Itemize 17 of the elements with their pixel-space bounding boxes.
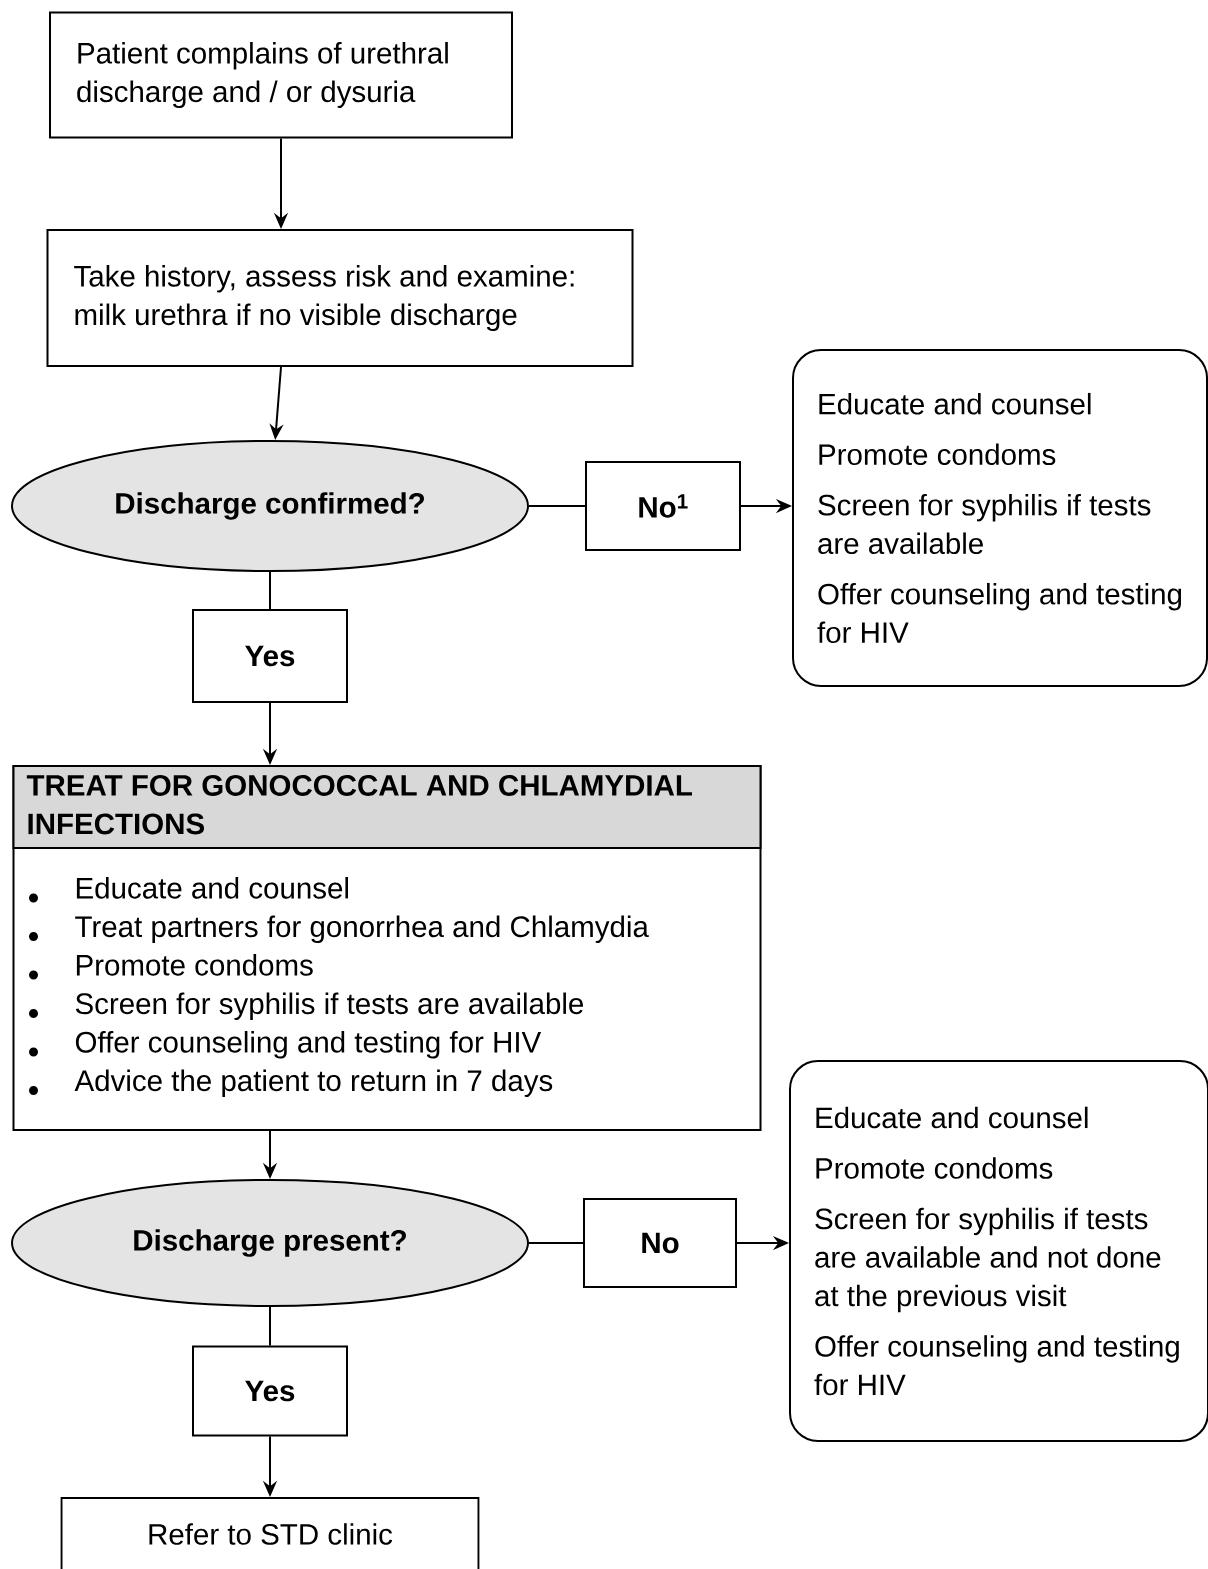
answer-box: Yes <box>192 1345 348 1437</box>
process-box: Patient complains of urethral discharge and / or dysuria <box>49 11 513 139</box>
answer-box: No$^{1}$ <box>585 461 741 551</box>
note-box: Educate and counsel Promote condoms Screen for syphilis if tests are available and not done at the previous visit Offer counseling and testing for HIV <box>789 1060 1208 1442</box>
node-label: Screen for syphilis if tests are available <box>75 992 584 1021</box>
node-label: TREAT FOR GONOCOCCAL AND CHLAMYDIAL INFECTIONS <box>26 775 692 835</box>
node-label: Offer counseling and testing for HIV <box>75 1031 542 1059</box>
process-box: Take history, assess risk and examine: milk urethra if no visible discharge <box>46 229 634 367</box>
treatment-box: TREAT FOR GONOCOCCAL AND CHLAMYDIAL INFECTIONS Educate and counsel Treat partners for gonorrhea and Chlamydia Promote condoms Screen for syphilis if tests are available Offer counseling and testing for HIV Advice the patient to return in 7 days <box>12 765 762 1131</box>
process-box: Refer to STD clinic <box>60 1497 480 1569</box>
node-label: Advice the patient to return in 7 days <box>74 1069 553 1097</box>
node-label: Promote condoms <box>76 954 313 976</box>
node-label: Educate and counsel <box>76 877 348 899</box>
answer-box: Yes <box>192 609 348 703</box>
answer-box: No <box>583 1198 737 1288</box>
note-box: Educate and counsel Promote condoms Screen for syphilis if tests are available Offer counseling and testing for HIV <box>792 349 1208 687</box>
node-label: Treat partners for gonorrhea and Chlamydia <box>75 915 649 943</box>
